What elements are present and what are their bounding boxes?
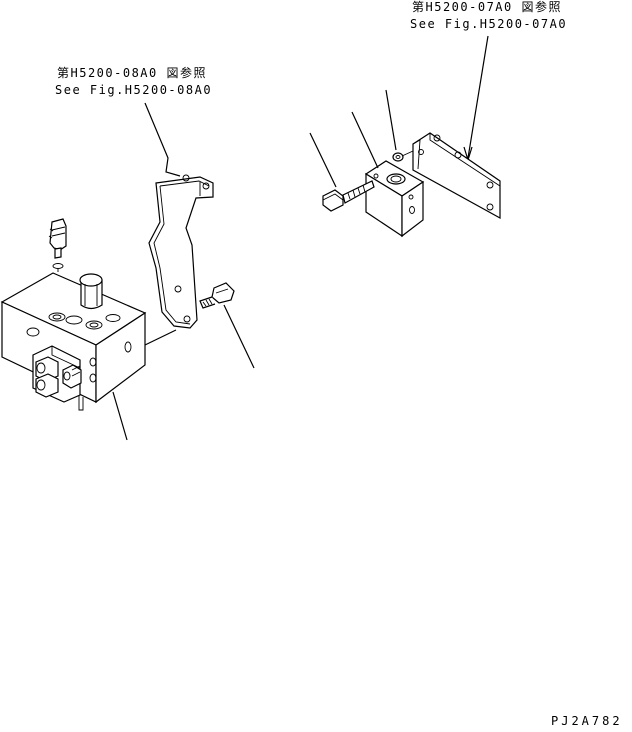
washer [392, 152, 404, 162]
leader-line-07a0 [467, 35, 489, 159]
pressure-switch [48, 218, 67, 259]
junction-block [364, 160, 425, 238]
leader-line-block-bolt [309, 132, 337, 188]
relief-valve-cap [79, 273, 103, 310]
leader-line-valve-block [112, 391, 128, 441]
reference-label-07a0-jp: 第H5200-07A0 図参照 [412, 0, 562, 14]
mounting-plate [412, 132, 501, 220]
leader-line-washer [385, 89, 397, 151]
reference-label-08a0-en: See Fig.H5200-08A0 [55, 83, 213, 97]
reference-label-08a0-jp: 第H5200-08A0 図参照 [57, 66, 207, 80]
drawing-code: PJ2A782 [551, 714, 623, 728]
leader-line-08a0 [144, 102, 181, 177]
block-bolt [322, 180, 375, 212]
o-ring [52, 263, 64, 269]
connect-line-valve-bracket [144, 329, 177, 346]
leader-line-junction-block [351, 111, 379, 169]
mounting-bracket [148, 174, 214, 329]
bracket-bolt [199, 282, 235, 309]
solenoid-block [32, 345, 82, 403]
reference-label-07a0-en: See Fig.H5200-07A0 [410, 17, 568, 31]
washer-center-line [401, 150, 414, 157]
leader-line-bracket-bolt [223, 304, 255, 369]
